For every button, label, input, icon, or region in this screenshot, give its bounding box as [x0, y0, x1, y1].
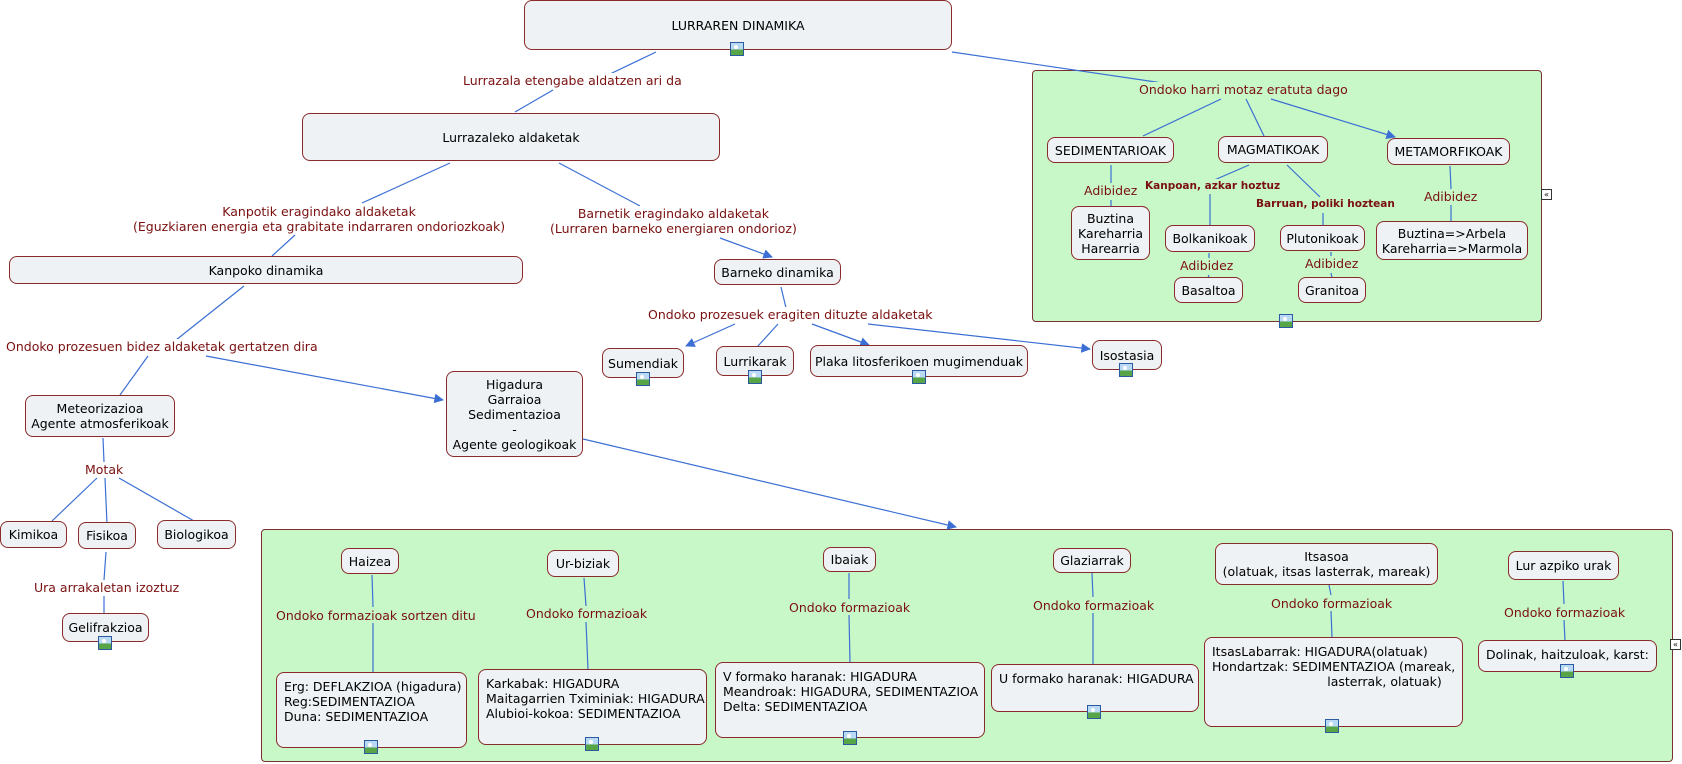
- concept-lurraren-dinamika[interactable]: LURRAREN DINAMIKA: [524, 0, 952, 50]
- link-adibidez-plut: Adibidez: [1305, 256, 1359, 271]
- link-etengabe: Lurrazala etengabe aldatzen ari da: [463, 73, 682, 88]
- concept-lur-azpiko-urak[interactable]: Lur azpiko urak: [1508, 551, 1619, 580]
- image-icon[interactable]: [1119, 363, 1133, 377]
- image-icon[interactable]: [1560, 664, 1574, 678]
- image-icon[interactable]: [1279, 314, 1293, 328]
- image-icon[interactable]: [1087, 705, 1101, 719]
- concept-ur-biziak[interactable]: Ur-biziak: [547, 550, 619, 577]
- concept-plutonikoak[interactable]: Plutonikoak: [1280, 225, 1365, 251]
- image-icon[interactable]: [98, 636, 112, 650]
- link-adibidez-bolk: Adibidez: [1180, 258, 1234, 273]
- concept-ibaiak[interactable]: Ibaiak: [823, 547, 876, 572]
- link-formazioak-glaziar: Ondoko formazioak: [1033, 598, 1155, 613]
- collapse-icon[interactable]: «: [1670, 639, 1681, 650]
- link-motak: Motak: [85, 462, 124, 477]
- concept-magmatikoak[interactable]: MAGMATIKOAK: [1218, 136, 1328, 163]
- link-barruan-poliki: Barruan, poliki hoztean: [1256, 197, 1395, 212]
- concept-kanpoko-dinamika[interactable]: Kanpoko dinamika: [9, 256, 523, 284]
- link-formazioak-urbiziak: Ondoko formazioak: [526, 606, 648, 621]
- concept-sedimentarioak[interactable]: SEDIMENTARIOAK: [1047, 137, 1174, 163]
- concept-urbiziak-formazioak[interactable]: Karkabak: HIGADURA Maitagarrien Tximinia…: [478, 669, 707, 745]
- concept-glaziar-formazioak[interactable]: U formako haranak: HIGADURA: [991, 664, 1199, 712]
- concept-kimikoa[interactable]: Kimikoa: [0, 521, 67, 548]
- concept-meteorizazioa[interactable]: Meteorizazioa Agente atmosferikoak: [25, 395, 175, 437]
- concept-buztina-kareharria-harearria[interactable]: Buztina Kareharria Harearria: [1071, 206, 1150, 260]
- link-barnetik: Barnetik eragindako aldaketak (Lurraren …: [550, 206, 797, 236]
- image-icon[interactable]: [636, 372, 650, 386]
- concept-itsaso-formazioak[interactable]: ItsasLabarrak: HIGADURA(olatuak) Hondart…: [1204, 637, 1463, 727]
- link-adibidez-met: Adibidez: [1424, 189, 1478, 204]
- concept-buztina-arbela[interactable]: Buztina=>Arbela Kareharria=>Marmola: [1376, 221, 1528, 260]
- concept-gelifrakzioa[interactable]: Gelifrakzioa: [62, 613, 149, 642]
- link-kanpotik: Kanpotik eragindako aldaketak (Eguzkiare…: [133, 204, 506, 234]
- concept-biologikoa[interactable]: Biologikoa: [157, 520, 236, 549]
- link-formazioak-ibaiak: Ondoko formazioak: [789, 600, 911, 615]
- image-icon[interactable]: [585, 737, 599, 751]
- concept-glaziarrak[interactable]: Glaziarrak: [1053, 548, 1131, 573]
- concept-barneko-dinamika[interactable]: Barneko dinamika: [714, 259, 841, 285]
- link-prozesuen: Ondoko prozesuen bidez aldaketak gertatz…: [6, 339, 318, 354]
- image-icon[interactable]: [364, 740, 378, 754]
- image-icon[interactable]: [730, 42, 744, 56]
- concept-bolkanikoak[interactable]: Bolkanikoak: [1165, 225, 1255, 252]
- collapse-icon[interactable]: «: [1541, 189, 1552, 200]
- concept-ibaiak-formazioak[interactable]: V formako haranak: HIGADURA Meandroak: H…: [715, 662, 985, 738]
- image-icon[interactable]: [1325, 719, 1339, 733]
- concept-lurrazaleko-aldaketak[interactable]: Lurrazaleko aldaketak: [302, 113, 720, 161]
- link-adibidez-sed: Adibidez: [1084, 183, 1138, 198]
- concept-higadura[interactable]: Higadura Garraioa Sedimentazioa - Agente…: [446, 371, 583, 457]
- concept-basaltoa[interactable]: Basaltoa: [1174, 277, 1243, 303]
- concept-plaka-litosferikoak[interactable]: Plaka litosferikoen mugimenduak: [810, 345, 1028, 377]
- concept-fisikoa[interactable]: Fisikoa: [78, 522, 136, 549]
- image-icon[interactable]: [912, 370, 926, 384]
- concept-haizea[interactable]: Haizea: [341, 548, 399, 574]
- link-harri-motaz: Ondoko harri motaz eratuta dago: [1139, 82, 1348, 97]
- link-kanpoan-azkar: Kanpoan, azkar hoztuz: [1145, 179, 1281, 194]
- link-formazioak-lurazpi: Ondoko formazioak: [1504, 605, 1626, 620]
- link-formazioak-itsaso: Ondoko formazioak: [1271, 596, 1393, 611]
- image-icon[interactable]: [748, 370, 762, 384]
- image-icon[interactable]: [843, 731, 857, 745]
- concept-haizea-formazioak[interactable]: Erg: DEFLAKZIOA (higadura) Reg:SEDIMENTA…: [276, 672, 467, 748]
- concept-itsasoa[interactable]: Itsasoa (olatuak, itsas lasterrak, marea…: [1215, 543, 1438, 585]
- link-prozesuek: Ondoko prozesuek eragiten dituzte aldake…: [648, 307, 933, 322]
- concept-metamorfikoak[interactable]: METAMORFIKOAK: [1387, 138, 1510, 165]
- link-formazioak-sortzen: Ondoko formazioak sortzen ditu: [276, 608, 476, 623]
- link-ura-arrakaletan: Ura arrakaletan izoztuz: [34, 580, 180, 595]
- concept-granitoa[interactable]: Granitoa: [1298, 277, 1366, 303]
